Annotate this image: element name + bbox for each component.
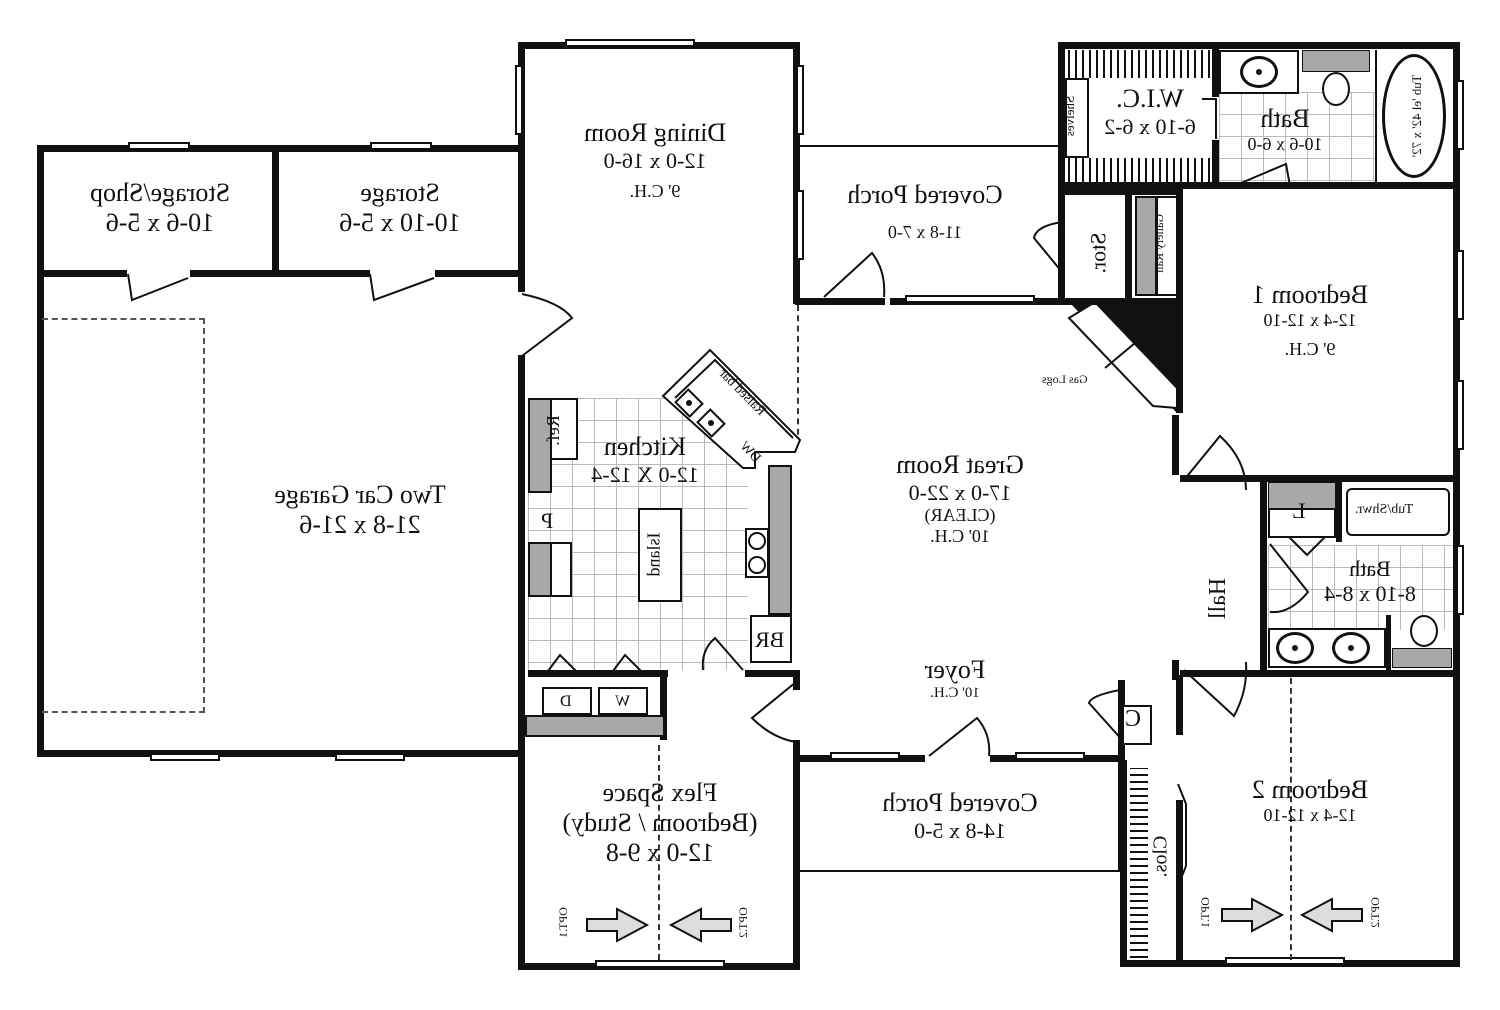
storage-shop-door[interactable]: [120, 270, 200, 310]
dining-room-label: Dining Room 12-0 x 16-0 9' C.H.: [583, 118, 727, 202]
flex-opt1-label: OPT.1: [555, 907, 570, 938]
dryer-label: D: [560, 693, 572, 710]
gas-logs-label: Gas Logs: [1042, 372, 1088, 386]
garage-entry-door[interactable]: [520, 290, 580, 360]
master-bath-label: Bath 10-6 x 6-0: [1247, 104, 1323, 154]
raised-bar-counter: [661, 348, 802, 469]
flex-door[interactable]: [748, 680, 800, 745]
soaking-tub: [1382, 54, 1446, 178]
garage-parking-outline: [42, 318, 205, 713]
storage-shop-label: Storage/Shop 10-6 x 5-6: [89, 178, 231, 237]
wic-door[interactable]: [1200, 95, 1240, 185]
bedroom2-opt2-label: OPT.2: [1367, 897, 1382, 928]
bedroom1-label: Bedroom 1 12-4 x 12-10 9' C.H.: [1251, 280, 1369, 359]
flex-option-arrows: [586, 907, 732, 943]
bedroom2-closet-door[interactable]: [1148, 780, 1188, 900]
wic-label: W.I.C. 6-10 x 6-2: [1104, 84, 1196, 139]
bedroom2-option-arrows: [1221, 897, 1363, 933]
rear-porch-label: Covered Porch 11-8 x 7-0: [847, 180, 1003, 242]
rear-porch-door[interactable]: [822, 245, 892, 300]
bath2-door[interactable]: [1268, 540, 1328, 620]
kitchen-island: [638, 508, 682, 602]
kitchen-door[interactable]: [695, 630, 755, 675]
coat-closet-label: C: [1125, 706, 1142, 732]
great-room-label: Great Room 17-0 x 22-0 (CLEAR) 10' C.H.: [896, 450, 1024, 546]
hall-label: Hall: [1205, 577, 1232, 620]
storage-door[interactable]: [362, 270, 442, 310]
bedroom2-label: Bedroom 2 12-4 x 12-10: [1251, 775, 1369, 825]
flex-space-label: Flex Space (Bedroom / Study) 12-0 x 9-8: [562, 778, 758, 867]
foyer-label: Foyer 10' C.H.: [924, 655, 986, 701]
washer-label: W: [615, 693, 631, 710]
br-label: BR: [755, 627, 785, 652]
flex-opt2-label: OPT.2: [735, 907, 750, 938]
tub-shower: [1346, 488, 1450, 536]
linen-label: L: [1292, 498, 1306, 523]
front-door[interactable]: [925, 712, 995, 760]
stor-label: Stor.: [1085, 232, 1111, 274]
gallery-rail-label: Gallery Rail: [1151, 214, 1166, 273]
master-bath-door[interactable]: [1230, 160, 1300, 190]
kitchen-label: Kitchen 12-0 X 12-4: [591, 432, 699, 487]
island-label: Island: [643, 532, 664, 577]
front-porch-label: Covered Porch 14-8 x 5-0: [882, 788, 1038, 843]
closet-label: Clos.: [1149, 835, 1172, 878]
storage-label: Storage 10-10 x 5-6: [339, 178, 461, 237]
garage-label: Two Car Garage 21-8 x 21-6: [274, 480, 446, 539]
bath2-label: Bath 8-10 x 8-4: [1324, 556, 1416, 607]
fireplace: [1067, 300, 1178, 413]
hall: [1183, 434, 1248, 718]
bedroom2-opt1-label: OPT.1: [1197, 897, 1212, 928]
shelves-label: Shelves: [1062, 95, 1078, 137]
tub-shower-label: Tub/Shwr.: [1355, 502, 1414, 517]
pantry-label: P: [541, 508, 554, 533]
tub-label: Tub 'el 42' x 72': [1409, 74, 1425, 158]
